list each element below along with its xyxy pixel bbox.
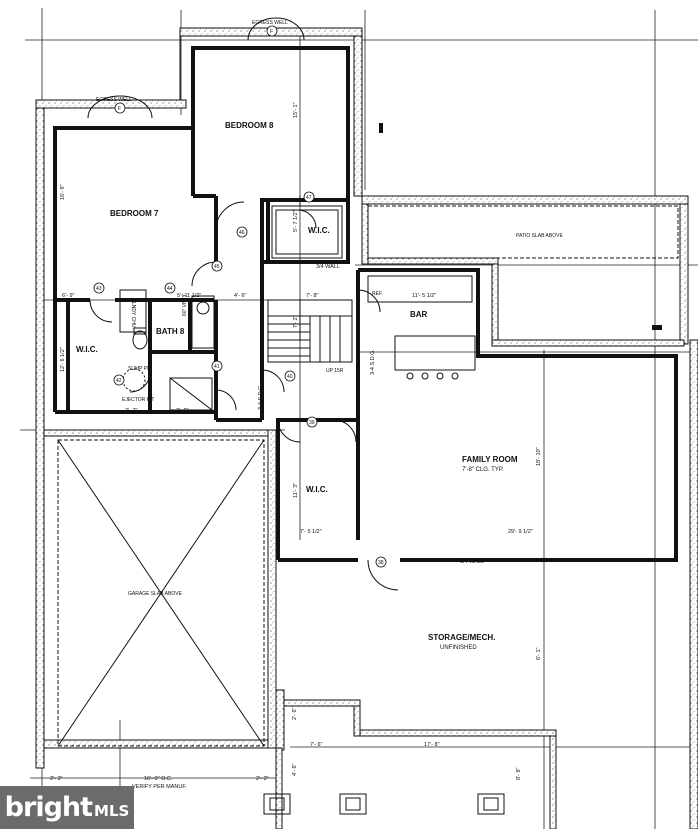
label-sump-pit: SUMP PIT: [128, 366, 152, 372]
label-ref: REF.: [372, 291, 383, 297]
svg-text:2'- 6": 2'- 6": [292, 707, 298, 720]
svg-text:11'- 3": 11'- 3": [293, 483, 299, 498]
egress-mark-top: F: [270, 29, 273, 35]
svg-text:29'- 9 1/2": 29'- 9 1/2": [508, 529, 533, 535]
svg-text:40: 40: [287, 374, 293, 380]
svg-text:3/4 WALL: 3/4 WALL: [460, 559, 484, 565]
svg-text:7'- 5 1/2": 7'- 5 1/2": [300, 529, 322, 535]
room-label-family-room: FAMILY ROOM: [462, 455, 518, 464]
svg-text:15'- 1": 15'- 1": [293, 102, 299, 118]
callout-tags: [93, 25, 387, 568]
room-label-patio: PATIO SLAB ABOVE: [516, 233, 563, 239]
dimension-labels: 6'- 9" 5'- 11 1/2" 4'- 6" 7'- 8" 11'- 5 …: [50, 102, 542, 790]
egress-mark-left: F: [118, 106, 121, 112]
svg-text:18'- 10": 18'- 10": [536, 447, 542, 466]
room-label-garage: GARAGE SLAB ABOVE: [128, 591, 183, 597]
svg-text:8'- 8": 8'- 8": [516, 767, 522, 780]
svg-text:7'- 8": 7'- 8": [306, 293, 319, 299]
svg-text:2'- 3": 2'- 3": [50, 776, 63, 782]
svg-text:VERIFY PER MANUF.: VERIFY PER MANUF.: [132, 784, 187, 790]
marker-flag: [652, 325, 662, 330]
svg-text:3-4 S.D.G.: 3-4 S.D.G.: [258, 384, 264, 410]
svg-text:4'- 6": 4'- 6": [292, 763, 298, 776]
label-ejector-pit: EJECTOR PIT: [122, 397, 154, 403]
svg-text:45: 45: [214, 264, 220, 270]
svg-text:5'- 11 1/2": 5'- 11 1/2": [177, 293, 201, 299]
watermark-logo: bright MLS: [0, 786, 134, 829]
foundation-walls: [35, 27, 698, 829]
svg-text:16'- 9": 16'- 9": [60, 184, 66, 200]
svg-text:39: 39: [309, 420, 315, 426]
room-label-wic-mid: W.I.C.: [306, 485, 328, 494]
svg-text:12'- 6 1/2": 12'- 6 1/2": [60, 347, 66, 372]
marker-square: [379, 123, 383, 133]
svg-text:6'- 1": 6'- 1": [536, 647, 542, 660]
label-egress-well-left: EGRESS WELL: [96, 97, 132, 103]
svg-text:3-4 S.D.G.: 3-4 S.D.G.: [370, 349, 376, 375]
svg-text:38: 38: [378, 560, 384, 566]
interior-details: [57, 17, 679, 815]
room-label-bath-8: BATH 8: [156, 327, 185, 336]
tag-numbers: 47 46 45 43 44 42 41 40 39 38: [96, 195, 384, 566]
svg-text:3/4 WALL: 3/4 WALL: [266, 238, 272, 262]
room-label-bar: BAR: [410, 310, 428, 319]
svg-text:6'- 9": 6'- 9": [62, 293, 75, 299]
interior-walls: [53, 46, 678, 562]
svg-text:43: 43: [96, 286, 102, 292]
room-label-bedroom-7: BEDROOM 7: [110, 209, 159, 218]
room-label-wic-left: W.I.C.: [76, 345, 98, 354]
svg-text:4'- 6": 4'- 6": [234, 293, 247, 299]
svg-text:11'- 5 1/2": 11'- 5 1/2": [412, 293, 436, 299]
label-laundry-chute: LNDY CHU.: [130, 302, 136, 329]
svg-text:7'- 2": 7'- 2": [293, 315, 299, 328]
watermark-suffix: MLS: [94, 801, 130, 820]
room-label-wic-top: W.I.C.: [308, 226, 330, 235]
label-vanity: 60" VNTY: [182, 293, 188, 316]
svg-text:16'- 0" O.C.: 16'- 0" O.C.: [144, 776, 173, 782]
svg-text:41: 41: [214, 364, 220, 370]
room-note-storage: UNFINISHED: [440, 645, 477, 651]
svg-text:5'- 7 1/2": 5'- 7 1/2": [293, 210, 299, 232]
svg-text:42: 42: [116, 378, 122, 384]
svg-text:46: 46: [239, 230, 245, 236]
room-note-family-room: 7'-8" CLG. TYP.: [462, 467, 504, 473]
label-egress-well-top: EGRESS WELL: [252, 20, 288, 26]
svg-text:7'- 6": 7'- 6": [310, 742, 323, 748]
svg-text:3'- 6": 3'- 6": [176, 408, 189, 414]
svg-text:44: 44: [167, 286, 173, 292]
svg-text:3/4 WALL: 3/4 WALL: [316, 264, 340, 270]
room-label-bedroom-8: BEDROOM 8: [225, 121, 274, 130]
svg-text:2'- 7": 2'- 7": [125, 408, 138, 414]
room-label-storage: STORAGE/MECH.: [428, 633, 495, 642]
watermark-brand: bright: [4, 792, 93, 823]
label-up-stairs: UP 15R: [326, 368, 344, 374]
svg-text:47: 47: [306, 195, 312, 201]
svg-text:2'- 3": 2'- 3": [256, 776, 269, 782]
svg-text:17'- 8": 17'- 8": [424, 742, 440, 748]
